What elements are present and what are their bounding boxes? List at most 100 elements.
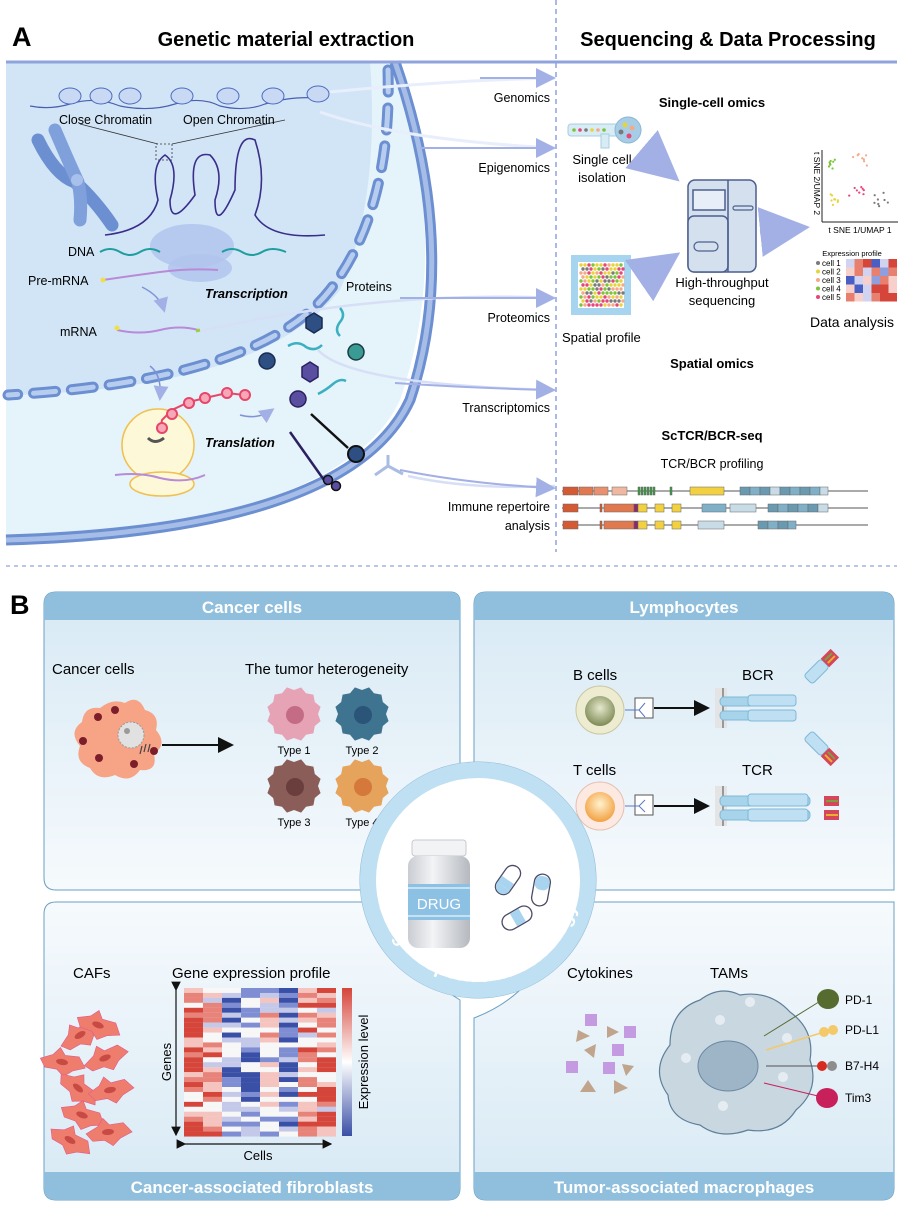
gene-heatmap-cell: [317, 1047, 336, 1053]
tumor-cell-nucleus: [354, 706, 372, 724]
gene-heatmap-cell: [203, 1096, 222, 1102]
spatial-profile-icon: [571, 255, 631, 315]
macrophage-icon: [658, 990, 814, 1135]
gene-heatmap-cell: [298, 1032, 317, 1038]
gene-heatmap-cell: [184, 1062, 203, 1068]
gene-heatmap-cell: [260, 1052, 279, 1058]
gene-heatmap-cell: [317, 1091, 336, 1097]
expression-cell: [854, 293, 863, 302]
b7h4-marker: [817, 1061, 827, 1071]
gene-heatmap-cell: [184, 1022, 203, 1028]
spatial-spot: [617, 267, 621, 271]
tcr-segment: [809, 486, 821, 496]
spatial-spot: [597, 291, 601, 295]
spatial-spot: [619, 303, 623, 307]
spatial-spot: [597, 283, 601, 287]
tsne-point: [861, 157, 864, 160]
gene-heatmap-cell: [317, 1037, 336, 1043]
spatial-spot: [581, 299, 585, 303]
gene-heatmap-cell: [279, 1087, 298, 1092]
expression-cell: [863, 284, 872, 293]
tsne-point: [829, 159, 832, 163]
spatial-spot: [583, 271, 587, 275]
spatial-spot: [591, 263, 595, 267]
spatial-spot: [589, 267, 593, 271]
gene-heatmap-cell: [222, 1131, 241, 1137]
data-analysis-label: Data analysis: [810, 314, 894, 330]
tsne-point: [858, 191, 861, 194]
tcr-segment: [649, 486, 653, 496]
tcr-segment: [671, 520, 682, 530]
gene-heatmap-cell: [260, 1037, 279, 1043]
tumor-cell-nucleus: [354, 778, 372, 796]
tcr-segment: [767, 520, 779, 530]
gene-heatmap-cell: [260, 988, 279, 993]
gene-expression-title: Gene expression profile: [172, 965, 330, 982]
gene-heatmap-cell: [260, 1047, 279, 1053]
gene-heatmap-cell: [279, 1042, 298, 1048]
caf-cell: [39, 1047, 86, 1077]
gene-heatmap-cell: [203, 992, 222, 998]
spatial-spot: [609, 299, 613, 303]
caf-nucleus: [73, 1083, 83, 1093]
gene-heatmap-cell: [203, 1007, 222, 1013]
gene-heatmap-cell: [203, 1022, 222, 1028]
spatial-spot: [621, 267, 625, 271]
gene-heatmap-cell: [317, 1082, 336, 1088]
spatial-spot: [597, 267, 601, 271]
gene-heatmap-cell: [260, 1002, 279, 1008]
tcr-segment: [817, 503, 829, 513]
nucleosome: [89, 87, 113, 105]
tsne-point: [856, 154, 859, 157]
spatial-spot: [603, 263, 607, 267]
spatial-spot: [611, 263, 615, 267]
spatial-spot: [585, 275, 589, 279]
tsne-point: [851, 155, 855, 159]
gene-heatmap-cell: [222, 1002, 241, 1008]
analysis-label: analysis: [505, 519, 550, 533]
gene-heatmap-cell: [279, 1017, 298, 1023]
gene-heatmap-cell: [241, 1037, 260, 1043]
gene-heatmap-cell: [279, 1096, 298, 1102]
gene-heatmap-cell: [317, 1121, 336, 1127]
spatial-spot: [583, 279, 587, 283]
gene-heatmap-cell: [203, 1116, 222, 1122]
sctcr-title: ScTCR/BCR-seq: [661, 428, 762, 443]
spatial-spot: [597, 275, 601, 279]
spatial-spot: [611, 287, 615, 291]
tsne-plot: [821, 150, 898, 223]
tcr-segment: [689, 486, 725, 496]
spatial-spot: [589, 283, 593, 287]
gene-heatmap-cell: [260, 1012, 279, 1018]
spatial-spot: [593, 267, 597, 271]
spatial-spot: [585, 283, 589, 287]
tcr-segment: [697, 520, 725, 530]
sequencing-label-2: sequencing: [689, 293, 756, 308]
spatial-spot: [589, 275, 593, 279]
gene-heatmap-cell: [279, 1012, 298, 1018]
gene-heatmap-cell: [241, 1042, 260, 1048]
gene-heatmap-cell: [184, 1111, 203, 1117]
tsne-point: [855, 189, 858, 192]
gene-heatmap-cell: [298, 1111, 317, 1117]
gene-heatmap-cell: [298, 1042, 317, 1048]
spatial-spot: [605, 299, 609, 303]
gene-heatmap-cell: [241, 1116, 260, 1122]
tcr-segment: [777, 520, 789, 530]
nucleosome: [306, 85, 330, 103]
gene-heatmap-cell: [260, 1072, 279, 1078]
spatial-spot: [621, 299, 625, 303]
gene-heatmap-cell: [222, 1057, 241, 1063]
caf-cell: [87, 1076, 135, 1104]
spatial-spot: [611, 303, 615, 307]
gene-heatmap-cell: [298, 1037, 317, 1043]
gene-heatmap-cell: [298, 1057, 317, 1063]
gene-heatmap-cell: [279, 1111, 298, 1117]
gene-heatmap-cell: [298, 1106, 317, 1112]
gene-heatmap-cell: [241, 1067, 260, 1073]
gene-heatmap-cell: [298, 1067, 317, 1073]
tcr-segment: [654, 520, 665, 530]
translation-label: Translation: [205, 435, 275, 450]
expression-level-label: Expression level: [356, 1015, 371, 1110]
